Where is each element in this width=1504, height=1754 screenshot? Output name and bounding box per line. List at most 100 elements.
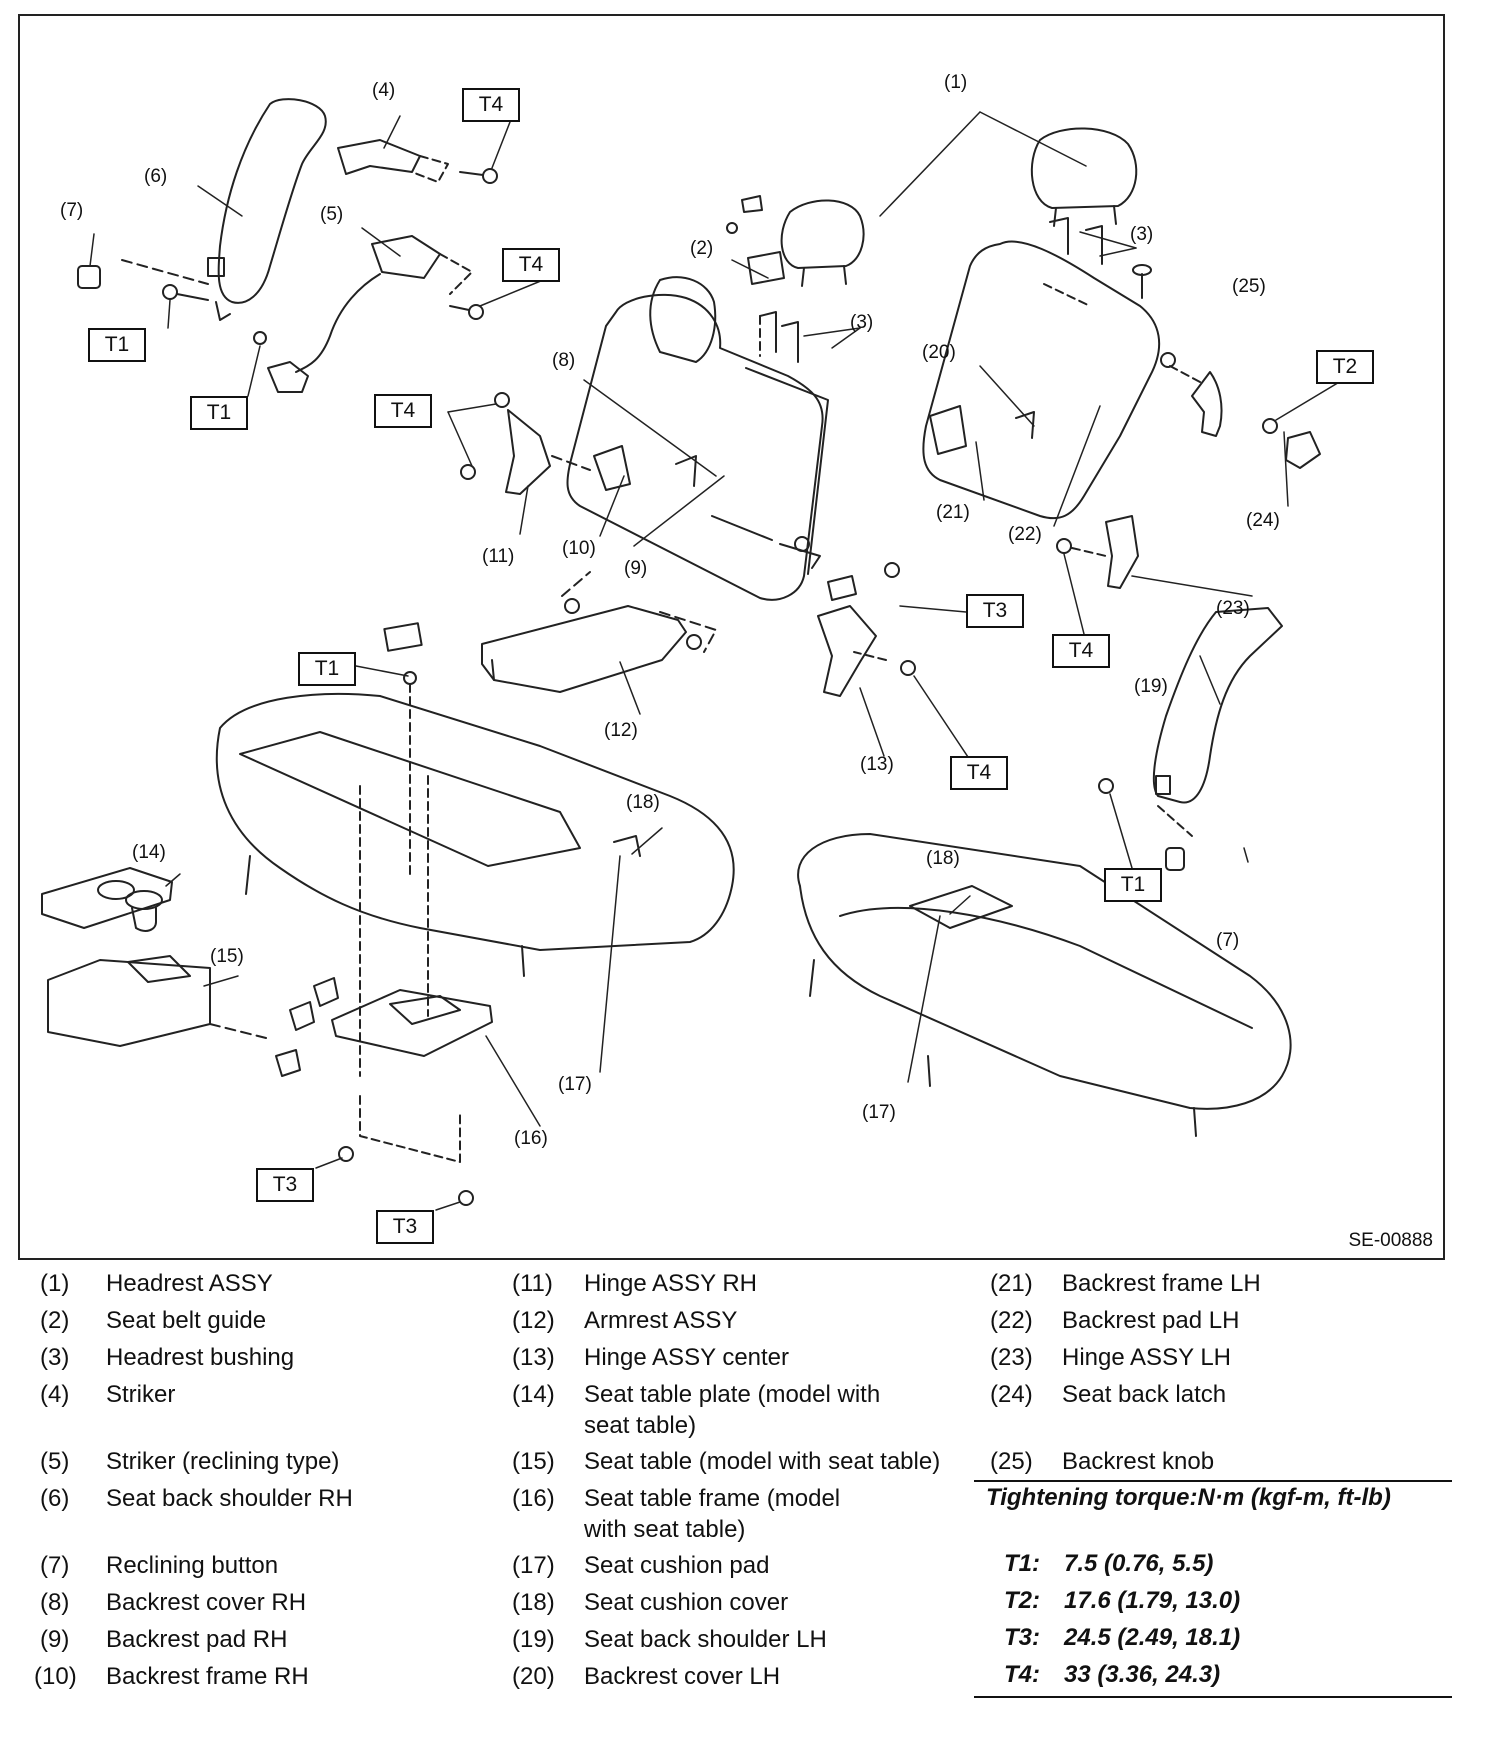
legend-num: (13) (512, 1344, 555, 1371)
callout-24: (24) (1246, 510, 1280, 531)
legend-num: (22) (990, 1307, 1033, 1334)
legend-label: Seat back shoulder RH (106, 1485, 353, 1512)
legend-label: Backrest cover RH (106, 1589, 307, 1616)
torque-tag-t4-striker: T4 (462, 88, 520, 122)
legend-num: (12) (512, 1307, 555, 1334)
torque-tag-t3-frame-right: T3 (376, 1210, 434, 1244)
reclining-button-rh-drawing (77, 259, 209, 289)
legend-item: (14)Seat table plate (model with seat ta… (512, 1379, 952, 1441)
callout-5: (5) (320, 204, 344, 225)
seat-back-shoulder-rh-drawing (207, 98, 327, 321)
hinge-center-drawing (779, 536, 916, 697)
torque-pointer-lines (167, 121, 1347, 1211)
callout-17-lh: (17) (862, 1102, 896, 1123)
legend-num: (16) (512, 1485, 555, 1512)
legend-num: (24) (990, 1381, 1033, 1408)
legend-num: (6) (40, 1485, 70, 1512)
legend-num: (4) (40, 1381, 70, 1408)
seat-drawing (41, 98, 1347, 1211)
callout-21: (21) (936, 502, 970, 523)
callout-18-rh: (18) (626, 792, 660, 813)
torque-tag-t4-hinge-rh: T4 (374, 394, 432, 428)
torque-key: T3: (1004, 1624, 1040, 1651)
legend-label: Hinge ASSY center (584, 1344, 790, 1371)
torque-tag-t1-shoulder-rh: T1 (88, 328, 146, 362)
callout-7-rh: (7) (60, 200, 84, 221)
seat-table-plate-drawing (41, 867, 173, 932)
callout-4: (4) (372, 80, 396, 101)
headrest-lh-drawing (1030, 127, 1138, 227)
legend-num: (5) (40, 1448, 70, 1475)
striker-reclining-drawing (253, 235, 484, 393)
hinge-lh-drawing (1056, 515, 1139, 589)
legend-num: (2) (40, 1307, 70, 1334)
exploded-view-figure: (1) (2) (3) (3) (4) (5) (6) (7) (7) (8) … (18, 14, 1445, 1260)
seat-table-frame-drawing (275, 775, 493, 1206)
legend-label: Hinge ASSY RH (584, 1270, 757, 1297)
legend-num: (3) (40, 1344, 70, 1371)
legend-label: Seat belt guide (106, 1307, 267, 1334)
callout-20: (20) (922, 342, 956, 363)
legend-num: (8) (40, 1589, 70, 1616)
armrest-drawing (481, 571, 717, 693)
seat-table-drawing (47, 955, 267, 1047)
headrest-center-drawing (780, 199, 865, 287)
legend-label: Seat table plate (model with seat table) (584, 1381, 881, 1439)
torque-row-t3: T3:24.5 (2.49, 18.1) (1004, 1624, 1444, 1655)
legend-num: (20) (512, 1663, 555, 1690)
legend-label: Striker (106, 1381, 176, 1408)
callout-3-center: (3) (850, 312, 874, 333)
striker-drawing (337, 139, 498, 184)
bolt-t1-left-drawing (162, 284, 209, 301)
torque-key: T1: (1004, 1550, 1040, 1577)
legend-label: Seat back shoulder LH (584, 1626, 827, 1653)
torque-key: T2: (1004, 1587, 1040, 1614)
torque-row-t4: T4:33 (3.36, 24.3) (1004, 1661, 1444, 1692)
legend-label: Seat table (model with seat table) (584, 1448, 941, 1475)
backrest-rh-drawing (566, 276, 829, 601)
callout-19: (19) (1134, 676, 1168, 697)
torque-row-t2: T2: 17.6 (1.79, 13.0) (1004, 1587, 1444, 1618)
legend-label: Backrest pad LH (1062, 1307, 1240, 1334)
legend-num: (25) (990, 1448, 1033, 1475)
legend-label: Headrest bushing (106, 1344, 295, 1371)
callout-15: (15) (210, 946, 244, 967)
callout-2: (2) (690, 238, 714, 259)
legend-label: Backrest cover LH (584, 1663, 781, 1690)
backrest-lh-drawing (922, 240, 1161, 520)
legend-label: Backrest frame RH (106, 1663, 309, 1690)
legend-label: Backrest frame LH (1062, 1270, 1261, 1297)
legend-label: Backrest pad RH (106, 1626, 288, 1653)
torque-tag-t3-center: T3 (966, 594, 1024, 628)
callout-1: (1) (944, 72, 968, 93)
callout-14: (14) (132, 842, 166, 863)
legend-label: Seat cushion cover (584, 1589, 789, 1616)
callout-23: (23) (1216, 598, 1250, 619)
legend-num: (1) (40, 1270, 70, 1297)
torque-value: 17.6 (1.79, 13.0) (1064, 1587, 1241, 1614)
torque-table-top-rule (974, 1480, 1452, 1482)
legend-label: Reclining button (106, 1552, 279, 1579)
callout-6: (6) (144, 166, 168, 187)
legend-num: (7) (40, 1552, 70, 1579)
headrest-bushing-center-drawing (759, 311, 799, 363)
callout-12: (12) (604, 720, 638, 741)
leader-lines (89, 111, 1289, 1127)
legend-label: Backrest knob (1062, 1448, 1215, 1475)
callout-8: (8) (552, 350, 576, 371)
torque-value: 33 (3.36, 24.3) (1064, 1661, 1221, 1688)
callout-10: (10) (562, 538, 596, 559)
figure-id: SE-00888 (1348, 1230, 1433, 1251)
legend-label: Hinge ASSY LH (1062, 1344, 1231, 1371)
hinge-rh-drawing (460, 392, 591, 495)
torque-tag-t1-shoulder-lh: T1 (1104, 868, 1162, 902)
callout-9: (9) (624, 558, 648, 579)
torque-tag-t2-latch: T2 (1316, 350, 1374, 384)
legend-num: (21) (990, 1270, 1033, 1297)
torque-row-t1: T1:7.5 (0.76, 5.5) (1004, 1550, 1444, 1581)
legend-num: (23) (990, 1344, 1033, 1371)
legend-label: Seat back latch (1062, 1381, 1227, 1408)
seat-back-latch-drawing (1160, 352, 1321, 469)
headrest-bushing-lh-drawing (1049, 217, 1103, 265)
legend-num: (19) (512, 1626, 555, 1653)
